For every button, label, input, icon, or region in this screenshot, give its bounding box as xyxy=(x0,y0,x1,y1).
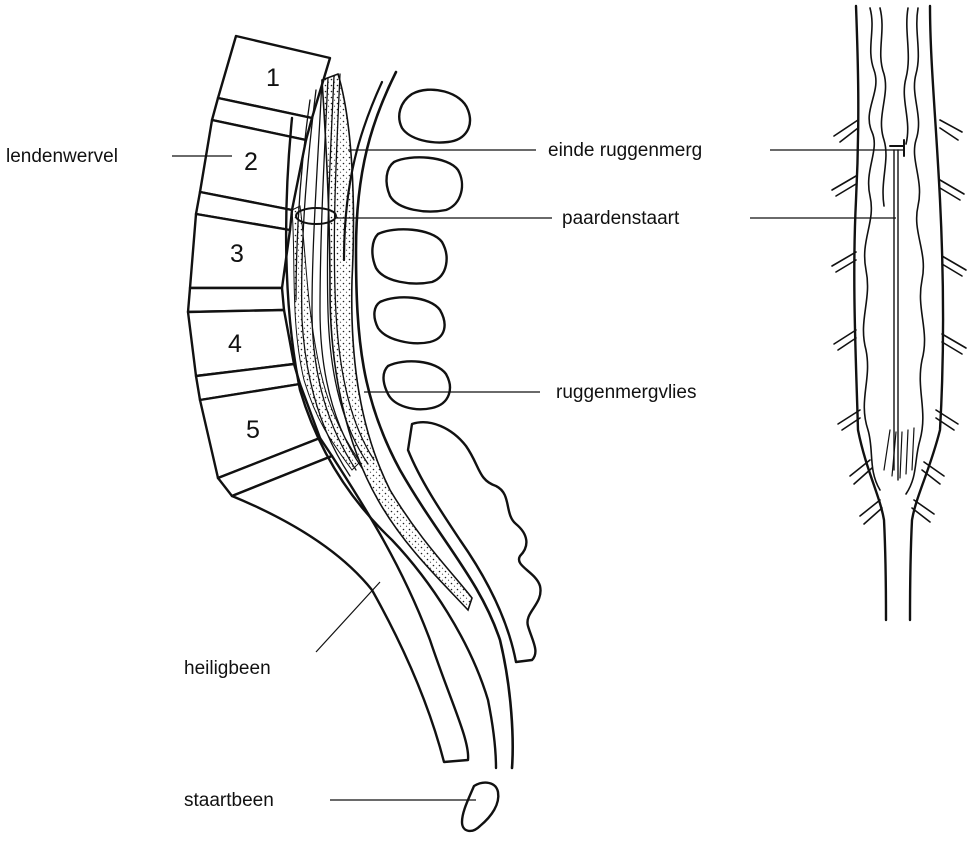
vertebra-number-4: 4 xyxy=(228,330,242,358)
vertebra-number-5: 5 xyxy=(246,416,260,444)
label-staartbeen: staartbeen xyxy=(184,790,274,811)
leader-heiligbeen xyxy=(315,581,381,653)
label-ruggenmergvlies: ruggenmergvlies xyxy=(556,382,696,403)
spinous-process-1 xyxy=(398,88,472,144)
coccyx xyxy=(460,781,500,833)
vertebra-number-3: 3 xyxy=(230,240,244,268)
disc-3-4 xyxy=(186,286,286,314)
spinous-process-5 xyxy=(382,360,452,411)
vertebra-numbers: 1 2 3 4 5 xyxy=(228,64,280,444)
spinous-process-4 xyxy=(373,296,446,345)
spinous-process-3 xyxy=(371,228,448,285)
label-paardenstaart: paardenstaart xyxy=(562,208,680,229)
dura-back-stippled xyxy=(291,205,361,471)
vertebra-number-2: 2 xyxy=(244,148,258,176)
spinous-processes xyxy=(371,88,542,664)
cauda-equina-fibres xyxy=(295,73,375,477)
sacrum-body xyxy=(230,454,470,764)
label-lendenwervel: lendenwervel xyxy=(6,146,118,167)
vertebra-number-1: 1 xyxy=(266,64,280,92)
sacrum xyxy=(230,454,470,764)
canal-walls xyxy=(284,70,514,770)
lumbar-vertebrae xyxy=(186,34,334,498)
paardenstaart-ring xyxy=(295,207,337,225)
labels: lendenwervel einde ruggenmerg paardensta… xyxy=(6,140,702,811)
leader-lines xyxy=(172,149,904,801)
label-heiligbeen: heiligbeen xyxy=(184,658,271,679)
spinous-process-2 xyxy=(385,156,464,213)
cauda-equina-inset xyxy=(831,4,967,622)
label-einde-ruggenmerg: einde ruggenmerg xyxy=(548,140,702,161)
sacral-crest xyxy=(406,421,542,664)
